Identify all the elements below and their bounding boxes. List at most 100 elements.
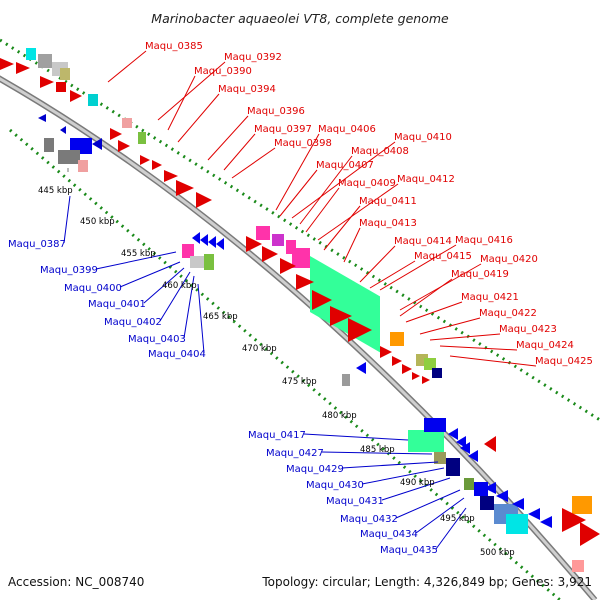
bottom-leader-line [415, 497, 465, 534]
top-gene-label[interactable]: Maqu_0412 [397, 174, 455, 185]
bottom-leader-line [95, 251, 177, 270]
top-leader-line [291, 141, 396, 219]
top-leader-line [343, 227, 361, 263]
top-gene-label[interactable]: Maqu_0421 [461, 292, 519, 303]
bottom-gene-label[interactable]: Maqu_0404 [148, 349, 206, 360]
top-gene-label[interactable]: Maqu_0392 [224, 52, 282, 63]
top-gene-label[interactable]: Maqu_0420 [480, 254, 538, 265]
kbp-tick-label: 490 kbp [400, 478, 435, 488]
bottom-gene-label[interactable]: Maqu_0402 [104, 317, 162, 328]
bottom-gene-label[interactable]: Maqu_0403 [128, 334, 186, 345]
bottom-gene-label[interactable]: Maqu_0432 [340, 514, 398, 525]
top-leader-line [275, 133, 320, 211]
bottom-gene-label[interactable]: Maqu_0417 [248, 430, 306, 441]
kbp-labels: 445 kbp 450 kbp 455 kbp 460 kbp 465 kbp 470 k… [38, 186, 515, 558]
top-gene-labels: Maqu_0385Maqu_0392Maqu_0390Maqu_0394Maqu… [145, 41, 593, 367]
top-leader-line [107, 50, 147, 83]
bottom-gene-label[interactable]: Maqu_0427 [266, 448, 324, 459]
bottom-leader-line [159, 271, 191, 322]
top-gene-label[interactable]: Maqu_0385 [145, 41, 203, 52]
bottom-gene-label[interactable]: Maqu_0387 [8, 239, 66, 250]
kbp-tick-label: 460 kbp [162, 281, 197, 291]
top-leader-line [231, 147, 276, 179]
kbp-tick-label: 455 kbp [121, 249, 156, 259]
bottom-leader-line [361, 467, 445, 485]
top-label-leaders [107, 50, 537, 367]
top-leader-line [299, 155, 353, 225]
bottom-gene-label[interactable]: Maqu_0399 [40, 265, 98, 276]
bottom-leader-line [63, 195, 71, 244]
top-gene-label[interactable]: Maqu_0409 [338, 178, 396, 189]
kbp-tick-label: 445 kbp [38, 186, 73, 196]
bottom-strand-features [38, 114, 584, 572]
bottom-leader-line [395, 489, 461, 519]
top-gene-label[interactable]: Maqu_0414 [394, 236, 452, 247]
top-gene-label[interactable]: Maqu_0424 [516, 340, 574, 351]
kbp-tick-label: 480 kbp [322, 411, 357, 421]
top-leader-line [359, 245, 396, 283]
bottom-leader-line [143, 267, 185, 304]
bottom-leader-line [341, 461, 439, 469]
bottom-gene-label[interactable]: Maqu_0434 [360, 529, 418, 540]
top-leader-line [439, 345, 518, 351]
bottom-gene-labels: Maqu_0387Maqu_0399Maqu_0400Maqu_0401Maqu… [8, 239, 438, 556]
bottom-leader-line [435, 507, 467, 550]
bottom-leader-line [381, 477, 451, 501]
top-leader-line [317, 183, 399, 241]
top-leader-line [157, 61, 226, 121]
bottom-label-leaders [63, 195, 467, 550]
top-gene-label[interactable]: Maqu_0397 [254, 124, 312, 135]
top-gene-label[interactable]: Maqu_0406 [318, 124, 376, 135]
top-leader-line [207, 115, 249, 161]
bottom-leader-line [321, 451, 433, 455]
bottom-gene-label[interactable]: Maqu_0400 [64, 283, 122, 294]
top-gene-label[interactable]: Maqu_0415 [414, 251, 472, 262]
top-leader-line [429, 333, 501, 341]
bottom-gene-label[interactable]: Maqu_0430 [306, 480, 364, 491]
top-gene-label[interactable]: Maqu_0407 [316, 160, 374, 171]
top-leader-line [167, 75, 196, 131]
dotted-tracks [0, 38, 600, 600]
kbp-tick-label: 470 kbp [242, 344, 277, 354]
kbp-tick-label: 485 kbp [360, 445, 395, 455]
top-gene-label[interactable]: Maqu_0390 [194, 66, 252, 77]
top-leader-line [405, 301, 463, 323]
top-leader-line [379, 244, 457, 291]
top-gene-label[interactable]: Maqu_0416 [455, 235, 513, 246]
kbp-tick-label: 475 kbp [282, 377, 317, 387]
top-gene-label[interactable]: Maqu_0410 [394, 132, 452, 143]
kbp-tick-label: 465 kbp [203, 312, 238, 322]
top-leader-line [449, 355, 537, 367]
kbp-tick-label: 450 kbp [80, 217, 115, 227]
bottom-gene-label[interactable]: Maqu_0435 [380, 545, 438, 556]
top-leader-line [279, 169, 318, 217]
top-leader-line [177, 93, 220, 143]
page-title: Marinobacter aquaeolei VT8, complete gen… [151, 11, 449, 26]
top-gene-label[interactable]: Maqu_0411 [359, 196, 417, 207]
top-leader-line [399, 278, 453, 317]
top-gene-label[interactable]: Maqu_0423 [499, 324, 557, 335]
top-leader-line [419, 317, 481, 335]
bottom-gene-label[interactable]: Maqu_0401 [88, 299, 146, 310]
bottom-leader-line [119, 261, 181, 288]
bottom-gene-label[interactable]: Maqu_0429 [286, 464, 344, 475]
top-gene-label[interactable]: Maqu_0425 [535, 356, 593, 367]
top-gene-label[interactable]: Maqu_0419 [451, 269, 509, 280]
top-gene-label[interactable]: Maqu_0422 [479, 308, 537, 319]
top-leader-line [323, 205, 361, 251]
top-strand-features [0, 48, 600, 546]
accession-text: Accession: NC_008740 [8, 575, 144, 589]
bottom-leader-line [197, 283, 205, 354]
top-gene-label[interactable]: Maqu_0398 [274, 138, 332, 149]
top-gene-label[interactable]: Maqu_0396 [247, 106, 305, 117]
top-gene-label[interactable]: Maqu_0413 [359, 218, 417, 229]
genome-backbone [0, 75, 598, 600]
genome-summary-text: Topology: circular; Length: 4,326,849 bp… [261, 575, 592, 589]
top-gene-label[interactable]: Maqu_0394 [218, 84, 276, 95]
bottom-gene-label[interactable]: Maqu_0431 [326, 496, 384, 507]
bottom-leader-line [303, 433, 409, 441]
top-gene-label[interactable]: Maqu_0408 [351, 146, 409, 157]
kbp-tick-label: 500 kbp [480, 548, 515, 558]
top-leader-line [305, 187, 340, 233]
